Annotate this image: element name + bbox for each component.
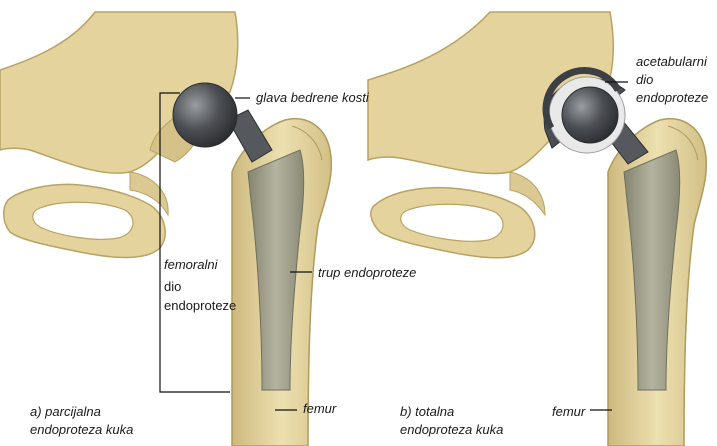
label-acetabular-line3: endoproteze: [636, 89, 708, 106]
label-stem: trup endoproteze: [318, 264, 416, 281]
label-femoral-head: glava bedrene kosti: [256, 89, 369, 106]
label-femur-b: femur: [552, 403, 585, 420]
label-acetabular-line2: dio: [636, 71, 653, 88]
caption-b-line1: b) totalna: [400, 403, 454, 420]
label-femoral-part-line2: dio: [164, 278, 181, 295]
panel-b-femur: [544, 71, 706, 446]
label-femur-a: femur: [303, 400, 336, 417]
caption-b-line2: endoproteza kuka: [400, 421, 503, 438]
caption-a-line1: a) parcijalna: [30, 403, 101, 420]
label-acetabular-line1: acetabularni: [636, 53, 707, 70]
label-femoral-part-line1: femoralni: [164, 256, 217, 273]
label-femoral-part-line3: endoproteze: [164, 297, 236, 314]
caption-a-line2: endoproteza kuka: [30, 421, 133, 438]
